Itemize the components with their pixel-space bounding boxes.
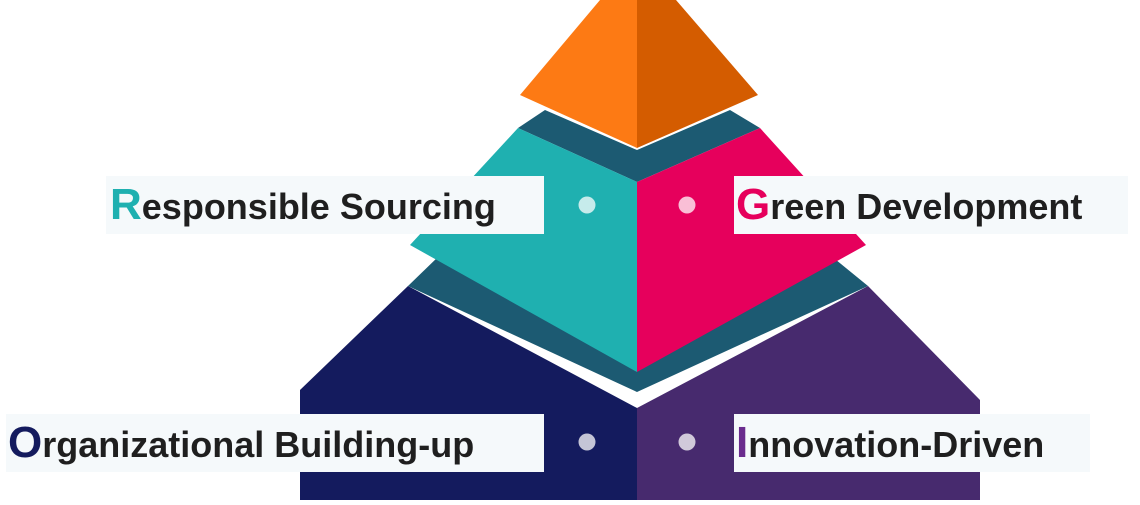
label-text-i: nnovation-Driven bbox=[748, 424, 1045, 465]
label-organizational-building-up: Organizational Building-up bbox=[6, 414, 544, 472]
label-initial-r: R bbox=[110, 180, 142, 229]
middle-tier-collar bbox=[518, 110, 760, 182]
label-innovation-driven: Innovation-Driven bbox=[734, 414, 1090, 472]
dot-responsible-sourcing bbox=[578, 196, 596, 214]
dot-organizational-building-up bbox=[578, 433, 596, 451]
label-green-development: Green Development bbox=[734, 176, 1128, 234]
label-initial-g: G bbox=[736, 180, 771, 229]
label-text-g: reen Development bbox=[770, 186, 1083, 227]
top-tier-right-face bbox=[637, 0, 758, 148]
dot-green-development bbox=[678, 196, 696, 214]
label-responsible-sourcing: Responsible Sourcing bbox=[106, 176, 544, 234]
dot-innovation-driven bbox=[678, 433, 696, 451]
label-initial-o: O bbox=[8, 418, 43, 467]
top-tier-left-face bbox=[520, 0, 637, 148]
label-text-o: rganizational Building-up bbox=[42, 424, 475, 465]
label-initial-i: I bbox=[736, 418, 749, 467]
label-text-r: esponsible Sourcing bbox=[141, 186, 496, 227]
